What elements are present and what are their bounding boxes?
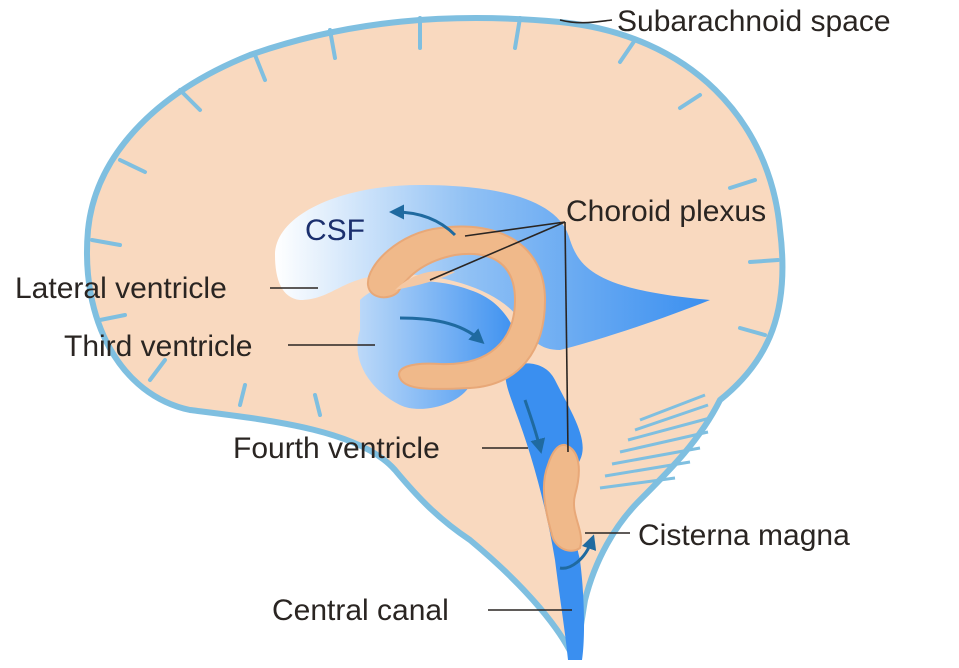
sulci-marks [90,16,780,417]
choroid-plexus-lower [542,443,583,552]
label-subarachnoid-space: Subarachnoid space [617,5,891,38]
label-csf: CSF [305,214,365,247]
label-choroid-plexus: Choroid plexus [566,195,766,228]
fourth-ventricle-shape [505,363,585,660]
lateral-ventricle-shape [275,185,710,350]
choroid-plexus-c [366,225,547,390]
label-cisterna-magna: Cisterna magna [638,519,850,552]
cerebellum-folia [599,393,711,490]
label-central-canal: Central canal [272,594,449,627]
leader-lines [270,19,630,611]
third-ventricle-shape [357,281,520,409]
flow-arrows [389,204,597,570]
label-third-ventricle: Third ventricle [64,330,252,363]
label-fourth-ventricle: Fourth ventricle [233,432,440,465]
label-lateral-ventricle: Lateral ventricle [15,272,227,305]
